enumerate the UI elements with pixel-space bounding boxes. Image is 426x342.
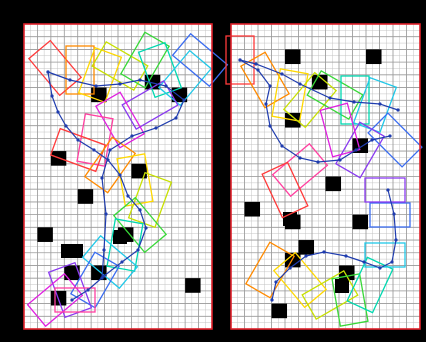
path-node <box>138 78 141 81</box>
path-node <box>136 248 139 251</box>
path-node <box>164 84 167 87</box>
path-node <box>68 78 71 81</box>
path-node <box>126 194 129 197</box>
path-node <box>396 108 399 111</box>
path-node <box>354 148 357 151</box>
obstacle-cell <box>272 304 288 319</box>
path-node <box>174 116 177 119</box>
path-node <box>362 260 365 263</box>
path-node <box>64 124 67 127</box>
path-node <box>370 138 373 141</box>
path-node <box>264 102 267 105</box>
obstacle-cell <box>285 49 301 64</box>
path-node <box>70 298 73 301</box>
obstacle-cell <box>366 49 382 64</box>
path-node <box>76 138 79 141</box>
path-node <box>86 288 89 291</box>
path-node <box>100 276 103 279</box>
obstacle-cell <box>353 215 369 230</box>
path-node <box>268 84 271 87</box>
path-node <box>104 212 107 215</box>
path-node <box>304 254 307 257</box>
path-node <box>274 280 277 283</box>
path-node <box>238 58 241 61</box>
path-node <box>378 102 381 105</box>
path-node <box>268 124 271 127</box>
path-node <box>94 84 97 87</box>
path-node <box>390 260 393 263</box>
path-node <box>328 96 331 99</box>
path-node <box>102 248 105 251</box>
path-node <box>254 62 257 65</box>
path-node <box>280 72 283 75</box>
obstacle-cell <box>131 164 146 179</box>
path-node <box>130 134 133 137</box>
obstacle-cell <box>185 278 200 293</box>
obstacle-block <box>335 279 349 293</box>
path-node <box>50 94 53 97</box>
path-node <box>378 266 381 269</box>
path-node <box>270 298 273 301</box>
path-node <box>182 98 185 101</box>
path-node <box>92 148 95 151</box>
path-node <box>56 110 59 113</box>
path-node <box>392 212 395 215</box>
obstacle-cell <box>37 227 52 242</box>
obstacle-block <box>113 230 127 244</box>
obstacle-cell <box>326 177 342 192</box>
path-node <box>46 70 49 73</box>
path-node <box>144 226 147 229</box>
path-node <box>388 134 391 137</box>
path-node <box>154 126 157 129</box>
obstacle-cell <box>299 240 315 255</box>
obstacle-block <box>61 244 83 258</box>
path-node <box>394 238 397 241</box>
path-node <box>118 82 121 85</box>
obstacle-cell <box>245 202 261 217</box>
path-node <box>298 156 301 159</box>
obstacle-cell <box>78 189 93 204</box>
path-node <box>352 100 355 103</box>
path-node <box>120 260 123 263</box>
path-node <box>108 148 111 151</box>
path-node <box>256 68 259 71</box>
path-node <box>298 82 301 85</box>
path-node <box>288 266 291 269</box>
path-node <box>386 188 389 191</box>
path-node <box>344 254 347 257</box>
obstacle-cell <box>91 265 106 280</box>
path-node <box>322 250 325 253</box>
path-node <box>100 176 103 179</box>
path-node <box>338 158 341 161</box>
path-node <box>316 160 319 163</box>
path-node <box>118 173 121 176</box>
path-node <box>280 144 283 147</box>
path-node <box>138 208 141 211</box>
